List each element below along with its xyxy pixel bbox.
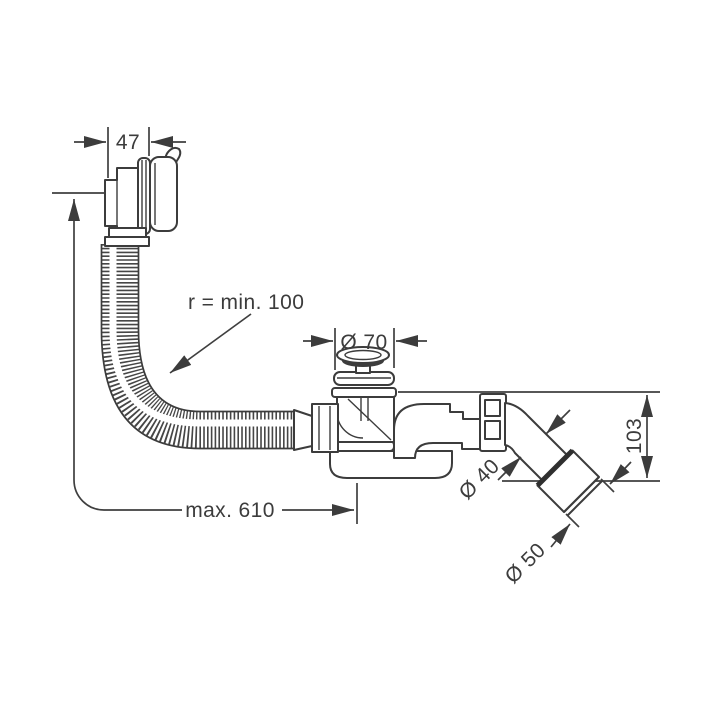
socket-shoulder-line: [535, 448, 575, 488]
socket-rim-line: [563, 476, 600, 513]
dim-line-with-up-arrow: [68, 199, 182, 511]
dim-plug-diameter: Ø 70: [303, 328, 427, 370]
detail-line: [347, 398, 392, 441]
inlet-nut: [311, 403, 339, 453]
overflow-rosette-cap: [149, 156, 178, 232]
trap-outlet-elbow: [393, 403, 482, 459]
dim-max-length: max. 610: [52, 192, 358, 524]
dim-outlet-height: 103: [623, 395, 653, 478]
overflow-fitting: [104, 146, 182, 235]
dim-arrow: [545, 409, 571, 435]
overflow-gasket-stack: [137, 157, 151, 235]
dim-bend-radius: r = min. 100: [169, 291, 304, 374]
inlet-cone: [293, 409, 313, 451]
overflow-body: [104, 167, 139, 233]
dim-arrow: [550, 523, 571, 548]
trap-bowl: [329, 450, 453, 479]
dim-socket-diameter-label: Ø 50: [501, 539, 551, 589]
hose-connector-lower: [104, 236, 150, 247]
leader-arrow: [169, 313, 252, 374]
edge-extension-tick: [600, 478, 615, 493]
edge-extension-tick: [565, 513, 580, 528]
dim-arrow: [609, 461, 632, 485]
hose-outer-edge: [100, 244, 294, 450]
dimensions: 47 r = min. 100 Ø 70 max. 610 103: [52, 127, 653, 589]
angled-outlet: [504, 402, 604, 517]
dim-arrow: [497, 456, 522, 481]
dim-max-length-label: max. 610: [185, 499, 275, 522]
dim-bend-radius-label: r = min. 100: [188, 291, 304, 314]
plug-cap: [336, 346, 390, 364]
dim-plug-diameter-label: Ø 70: [340, 331, 387, 354]
dim-outlet-height-label: 103: [623, 418, 646, 454]
dim-pipe-diameter-label: Ø 40: [455, 455, 505, 505]
socket-rim-line: [566, 479, 604, 517]
hose-inner-edge: [137, 244, 294, 413]
hose-smooth-stripe: [109, 244, 294, 427]
plug-cap-inner-ring: [344, 349, 382, 361]
dim-47-label: 47: [116, 131, 140, 154]
union-nut-facet: [484, 399, 501, 417]
hose-base: [101, 244, 294, 449]
union-nut-facet: [484, 420, 501, 440]
flexible-hose: [100, 227, 294, 450]
hose-connector-upper: [108, 227, 147, 238]
drain-trap: [293, 346, 507, 479]
drain-flange-plate: [331, 387, 397, 398]
dim-overflow-depth: 47: [74, 127, 186, 178]
